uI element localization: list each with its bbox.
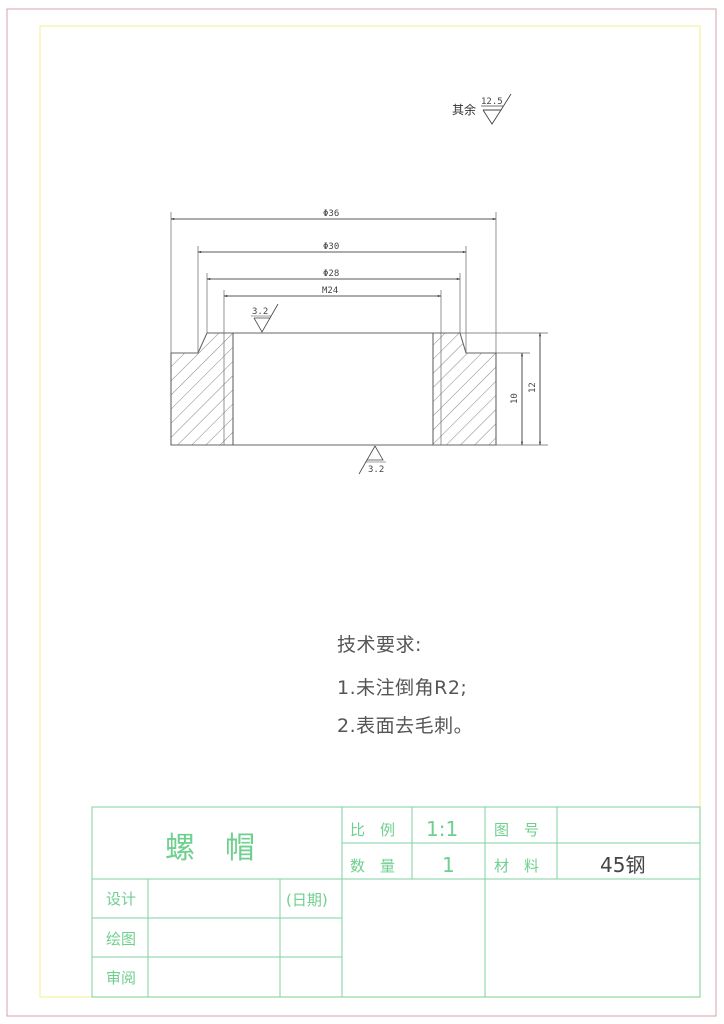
inner-frame <box>39 25 701 998</box>
svg-text:其余: 其余 <box>452 102 476 117</box>
dim-outer-diameter: Φ36 <box>323 209 339 219</box>
draw-label: 绘图 <box>106 930 136 948</box>
title-block <box>91 806 701 998</box>
tech-requirement-1: 1.未注倒角R2; <box>337 677 468 699</box>
material-value: 45钢 <box>600 853 645 877</box>
dim-height-step: 10 <box>510 393 520 404</box>
quantity-label: 数 量 <box>350 857 395 875</box>
scale-label: 比 例 <box>350 821 395 839</box>
quantity-value: 1 <box>442 853 455 877</box>
tech-requirements-title: 技术要求: <box>337 634 422 656</box>
roughness-default-symbol: 其余 12.5 <box>452 93 512 125</box>
material-label: 材 料 <box>494 857 539 875</box>
scale-value: 1:1 <box>426 817 458 841</box>
outer-frame <box>6 8 717 1017</box>
svg-text:3.2: 3.2 <box>368 465 384 475</box>
design-label: 设计 <box>106 890 136 908</box>
dim-step-diameter: Φ30 <box>323 242 339 252</box>
review-label: 审阅 <box>106 969 136 987</box>
part-name: 螺 帽 <box>165 831 255 866</box>
tech-requirement-2: 2.表面去毛刺。 <box>337 715 474 737</box>
dimension-lines <box>171 218 541 445</box>
dim-height-total: 12 <box>528 382 538 393</box>
dim-thread: M24 <box>322 286 338 296</box>
svg-text:12.5: 12.5 <box>481 97 503 107</box>
roughness-top-symbol: 3.2 <box>251 303 279 333</box>
svg-text:3.2: 3.2 <box>252 307 268 317</box>
section-hatch <box>171 333 496 445</box>
drawing-no-label: 图 号 <box>494 821 539 839</box>
roughness-bottom-symbol: 3.2 <box>358 445 386 475</box>
dim-chamfer-diameter: Φ28 <box>323 269 339 279</box>
date-label: (日期) <box>286 891 328 909</box>
